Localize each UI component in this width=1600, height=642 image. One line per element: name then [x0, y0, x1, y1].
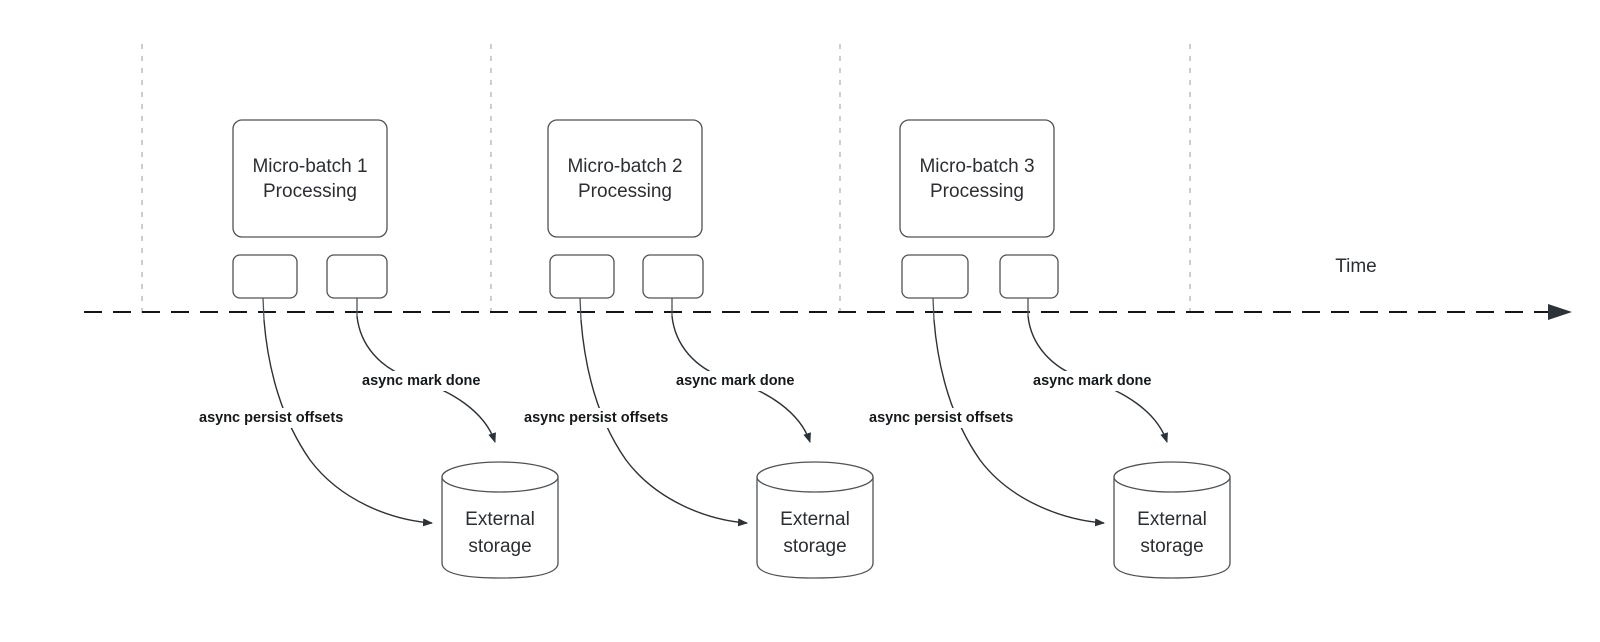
timeline-ticks	[141, 44, 1191, 318]
micro-batch-2-persist-stem	[579, 297, 582, 321]
external-storage-3-label-line2: storage	[1140, 536, 1203, 557]
micro-batch-2-markdone-label-bg	[673, 371, 813, 391]
external-storage-1-body	[441, 477, 559, 579]
micro-batch-3-persist-offsets-arrow[interactable]	[933, 319, 1105, 527]
micro-batch-3-task-box-2[interactable]	[999, 254, 1059, 299]
micro-batch-1-persist-label-bg	[196, 408, 373, 428]
micro-batch-1-box[interactable]	[232, 119, 388, 238]
micro-batch-2-label-line1: Micro-batch 2	[567, 156, 682, 177]
external-storage-3-top	[1113, 461, 1231, 493]
micro-batch-3-persist-label-bg	[866, 408, 1043, 428]
micro-batch-3-persist-stem	[932, 297, 935, 321]
micro-batch-2-mark-done-label: async mark done	[676, 373, 794, 389]
time-axis-arrowhead	[1548, 304, 1572, 320]
group-3: Micro-batch 3 Processing External storag…	[866, 119, 1231, 579]
micro-batch-1-mark-done-label: async mark done	[362, 373, 480, 389]
micro-batch-1-label-line2: Processing	[263, 181, 357, 202]
external-storage-2-label-line2: storage	[783, 536, 846, 557]
external-storage-1-top	[441, 461, 559, 493]
time-axis-label: Time	[1335, 256, 1377, 277]
micro-batch-1-label-line1: Micro-batch 1	[252, 156, 367, 177]
micro-batch-2-task-box-1[interactable]	[549, 254, 615, 299]
external-storage-3-label-line1: External	[1137, 509, 1207, 530]
micro-batch-2-persist-label-bg	[521, 408, 698, 428]
micro-batch-1-persist-offsets-label: async persist offsets	[199, 410, 343, 426]
micro-batch-2-persist-offsets-label: async persist offsets	[524, 410, 668, 426]
external-storage-1[interactable]: External storage	[441, 461, 559, 579]
micro-batch-1-task-box-1[interactable]	[232, 254, 298, 299]
micro-batch-1-task-box-2[interactable]	[326, 254, 388, 299]
external-storage-2-top	[756, 461, 874, 493]
micro-batch-2-label-line2: Processing	[578, 181, 672, 202]
external-storage-2-body	[756, 477, 874, 579]
external-storage-3[interactable]: External storage	[1113, 461, 1231, 579]
micro-batch-1-persist-stem	[262, 297, 265, 321]
micro-batch-3-label-line2: Processing	[930, 181, 1024, 202]
external-storage-3-body	[1113, 477, 1231, 579]
external-storage-2-label-line1: External	[780, 509, 850, 530]
micro-batch-3-markdone-label-bg	[1030, 371, 1170, 391]
external-storage-1-label-line2: storage	[468, 536, 531, 557]
micro-batch-3-box[interactable]	[899, 119, 1055, 238]
group-1: Micro-batch 1 Processing External storag…	[196, 119, 559, 579]
micro-batch-3-task-box-1[interactable]	[901, 254, 969, 299]
group-2: Micro-batch 2 Processing External storag…	[521, 119, 874, 579]
time-axis: Time	[84, 256, 1572, 320]
external-storage-1-label-line1: External	[465, 509, 535, 530]
micro-batch-3-mark-done-label: async mark done	[1033, 373, 1151, 389]
micro-batch-1-persist-offsets-arrow[interactable]	[263, 319, 433, 527]
micro-batch-2-box[interactable]	[547, 119, 703, 238]
micro-batch-2-task-box-2[interactable]	[642, 254, 704, 299]
micro-batch-1-markdone-label-bg	[359, 371, 499, 391]
external-storage-2[interactable]: External storage	[756, 461, 874, 579]
micro-batch-2-persist-offsets-arrow[interactable]	[580, 319, 748, 527]
micro-batch-3-persist-offsets-label: async persist offsets	[869, 410, 1013, 426]
micro-batch-3-label-line1: Micro-batch 3	[919, 156, 1034, 177]
